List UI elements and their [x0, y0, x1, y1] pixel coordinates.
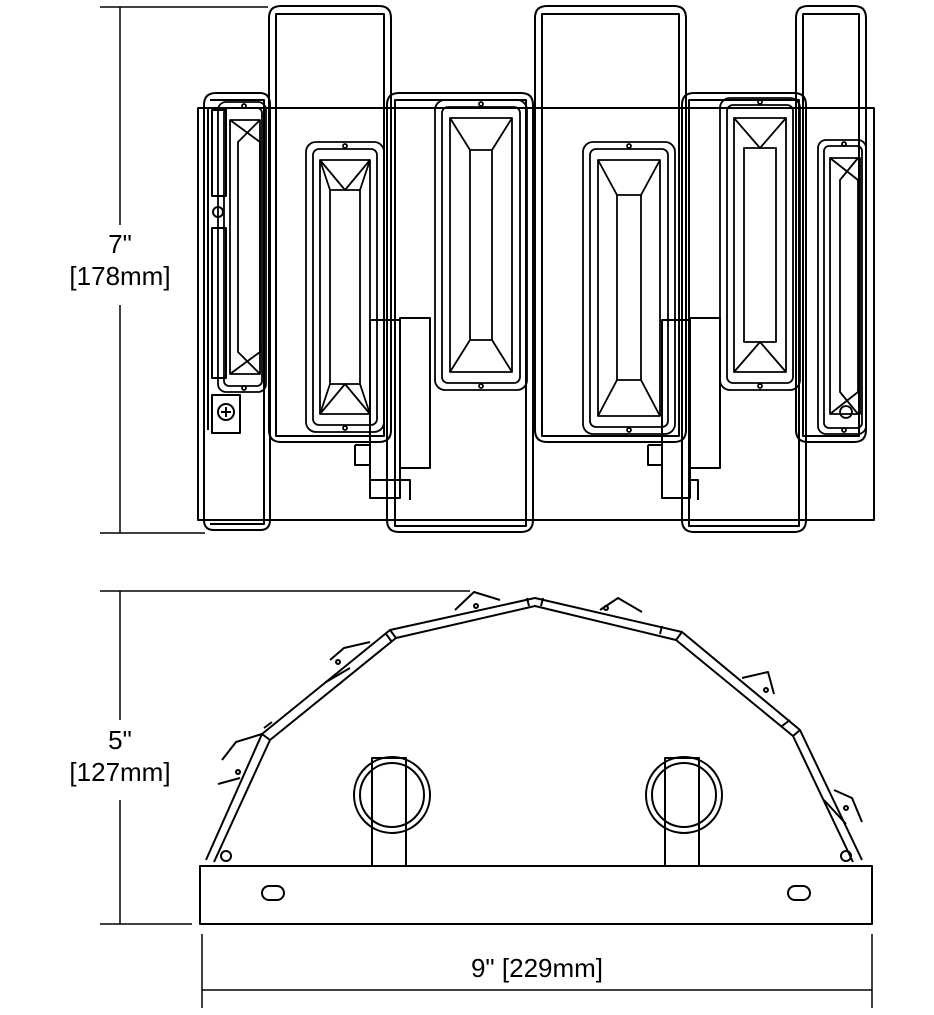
width-dimension-label: 9" [229mm]: [387, 952, 687, 984]
height-metric: [178mm]: [69, 261, 171, 291]
crystal-frame: [217, 101, 267, 393]
width-dimension: [201, 934, 873, 1008]
socket-housings: [354, 317, 721, 500]
crystal-frame: [305, 141, 385, 433]
crystal-frames: [217, 97, 867, 435]
width-value: 9" [229mm]: [470, 953, 604, 983]
crystal-frame: [582, 141, 676, 435]
crystal-frame: [817, 139, 867, 435]
arms-and-sockets: [353, 756, 723, 867]
back-plate: [197, 107, 875, 521]
height-dimension: [100, 6, 268, 534]
depth-dimension: [100, 590, 470, 925]
crystal-frame: [719, 97, 801, 391]
height-imperial: 7": [108, 229, 132, 259]
depth-dimension-label: 5" [127mm]: [50, 724, 190, 788]
height-dimension-label: 7" [178mm]: [50, 228, 190, 292]
upright-bars: [203, 5, 867, 533]
mounting-plate: [199, 865, 873, 925]
crystal-frame: [434, 99, 528, 391]
depth-metric: [127mm]: [69, 757, 171, 787]
depth-imperial: 5": [108, 725, 132, 755]
front-view: [100, 5, 875, 534]
crystal-arch: [205, 591, 863, 863]
side-view: [100, 590, 873, 1008]
